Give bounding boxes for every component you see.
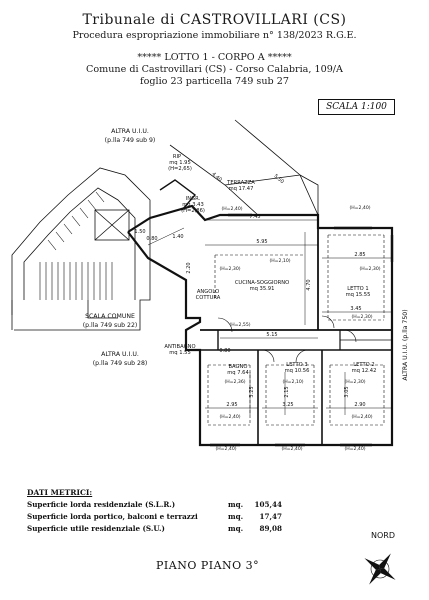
document-title: Tribunale di CASTROVILLARI (CS)	[82, 12, 347, 28]
dimension-label: 0.80	[146, 236, 157, 242]
height-label: (H=2,10)	[282, 379, 303, 385]
height-label: (H=2,40)	[215, 446, 236, 452]
dimension-label: 5.95	[256, 239, 267, 245]
dimension-label: 4.70	[306, 279, 312, 290]
cadastral-reference: foglio 23 particella 749 sub 27	[140, 76, 289, 87]
dimension-label: 2.85	[354, 252, 365, 258]
room-antibagno-name: ANTIBAGNO	[164, 344, 195, 350]
room-rip-area: mq 1.95	[169, 160, 191, 166]
room-letto3-name: LETTO 3	[286, 362, 307, 368]
room-angolo-line1: ANGOLO	[197, 289, 219, 295]
neighbor-right-label: ALTRA U.I.U. (p.lla 750)	[402, 309, 409, 380]
north-arrow-icon	[364, 553, 396, 585]
room-bagno-name: BAGNO	[229, 364, 248, 370]
height-label: (H=2,30)	[351, 314, 372, 320]
neighbor-top-label: ALTRA U.I.U.	[111, 128, 149, 135]
scala-comune-label: SCALA COMUNE	[85, 313, 135, 320]
scale-label: SCALA 1:100	[318, 99, 395, 115]
dimension-label: 5.15	[266, 332, 277, 338]
comune-address: Comune di Castrovillari (CS) - Corso Cal…	[86, 64, 343, 75]
dimension-label: 2.20	[186, 262, 192, 273]
dimension-label: 4.40	[210, 171, 222, 183]
height-label: (H=2,40)	[344, 446, 365, 452]
neighbor-bottom-ref: (p.lla 749 sub 28)	[93, 360, 148, 367]
height-label: (H=2,10)	[269, 258, 290, 264]
stairwell	[11, 167, 151, 331]
room-cucina-area: mq 35.91	[250, 286, 275, 292]
room-ingr-area: mq 3.43	[182, 202, 204, 208]
height-label: (H=2,40)	[221, 206, 242, 212]
height-label: (H=2,30)	[344, 379, 365, 385]
height-label: (H=2,30)	[359, 266, 380, 272]
height-label: (H=2,40)	[351, 414, 372, 420]
dimension-label: 1.50	[134, 229, 145, 235]
room-letto1-area: mq 15.55	[346, 292, 371, 298]
room-ingr-height: (H=2,86)	[181, 208, 205, 214]
room-antibagno-area: mq 1.55	[169, 350, 191, 356]
metric-row-unit: mq.	[228, 500, 244, 509]
apartment-walls	[127, 119, 394, 447]
metric-row-label: Superficie utile residenziale (S.U.)	[27, 524, 165, 533]
lot-label: ***** LOTTO 1 - CORPO A *****	[137, 52, 292, 63]
height-label: (H=2,30)	[219, 266, 240, 272]
room-ingr-name: INGR.	[186, 196, 201, 202]
metric-row-value: 17,47	[259, 512, 282, 521]
room-cucina-name: CUCINA-SOGGIORNO	[235, 280, 289, 286]
height-label: (H=2,55)	[229, 322, 250, 328]
dimension-label: 2.15	[284, 386, 290, 397]
height-labels: (H=2,40) (H=2,40) (H=2,30) (H=2,10) (H=2…	[215, 205, 380, 452]
metric-row-label: Superficie lorda portico, balconi e terr…	[27, 512, 198, 521]
metric-row-value: 89,08	[259, 524, 282, 533]
room-letto1-name: LETTO 1	[347, 286, 368, 292]
neighbor-top-ref: (p.lla 749 sub 9)	[105, 137, 156, 144]
metric-row-unit: mq.	[228, 524, 244, 533]
dimension-label: 1.40	[172, 234, 183, 240]
metrics-title: DATI METRICI:	[27, 488, 93, 497]
height-label: (H=2,40)	[281, 446, 302, 452]
room-letto2-name: LETTO 2	[353, 362, 374, 368]
dimension-label: 2.90	[354, 402, 365, 408]
room-rip-name: RIP	[173, 154, 181, 160]
metric-row-value: 105,44	[254, 500, 282, 509]
dimension-label: 3.25	[249, 386, 255, 397]
scala-comune-ref: (p.lla 749 sub 22)	[83, 322, 138, 329]
height-label: (H=2,40)	[219, 414, 240, 420]
dimension-label: 3.05	[344, 386, 350, 397]
height-label: (H=2,36)	[224, 379, 245, 385]
north-label: NORD	[371, 531, 395, 540]
procedure-number: Procedura espropriazione immobiliare n° …	[72, 30, 357, 41]
height-label: (H=2,40)	[349, 205, 370, 211]
dimension-labels: 7.45 5.95 5.15 3.45 2.85 2.95 3.25 2.90 …	[134, 171, 365, 408]
room-terrazza-name: TERRAZZA	[226, 180, 255, 186]
dimension-label: 0.80	[219, 348, 230, 354]
dimension-label: 5.50	[272, 173, 284, 185]
room-terrazza-area: mq 17.47	[229, 186, 254, 192]
metric-row-label: Superficie lorda residenziale (S.L.R.)	[27, 500, 176, 509]
neighbor-labels: ALTRA U.I.U. (p.lla 749 sub 9) SCALA COM…	[83, 128, 409, 381]
room-labels: RIP mq 1.95 (H=2,65) INGR. mq 3.43 (H=2,…	[164, 154, 376, 376]
metric-row-unit: mq.	[228, 512, 244, 521]
room-angolo-line2: COTTURA	[196, 295, 221, 301]
neighbor-bottom-label: ALTRA U.I.U.	[101, 351, 139, 358]
room-bagno-area: mq 7.64	[227, 370, 249, 376]
dimension-label: 7.45	[249, 214, 260, 220]
dimension-label: 3.25	[282, 402, 293, 408]
room-letto2-area: mq 12.42	[352, 368, 377, 374]
floor-label: PIANO PIANO 3°	[156, 559, 260, 572]
room-letto3-area: mq 10.56	[285, 368, 310, 374]
room-rip-height: (H=2,65)	[168, 166, 192, 172]
dimension-label: 3.45	[350, 306, 361, 312]
dimension-label: 2.95	[226, 402, 237, 408]
